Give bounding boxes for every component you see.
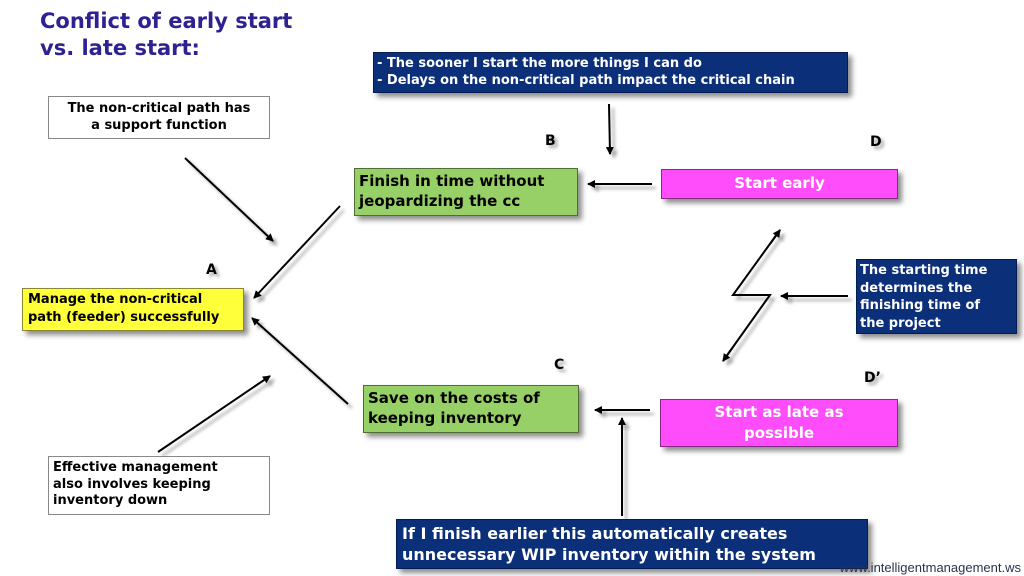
node-D-line: Start early (734, 174, 825, 192)
assumption-DDprime-line: The starting time (860, 263, 988, 278)
node-D-letter: D (870, 134, 882, 150)
assumption-AC-line: also involves keeping (53, 476, 211, 492)
node-Dprime-letter: D’ (864, 370, 881, 386)
node-C-line: keeping inventory (368, 409, 522, 427)
node-Dprime-prerequisite: Start as late as possible (660, 399, 898, 447)
node-B-letter: B (545, 133, 556, 149)
assumption-AC-line: inventory down (53, 493, 168, 508)
assumption-CDprime-line: unnecessary WIP inventory within the sys… (402, 545, 816, 564)
assumption-CDprime-box: If I finish earlier this automatically c… (396, 519, 868, 569)
assumption-BD-box: - The sooner I start the more things I c… (373, 52, 848, 93)
assumption-AB-line: The non-critical path has (67, 101, 251, 116)
node-B-requirement: Finish in time without jeopardizing the … (354, 168, 578, 216)
arrow-C-to-A (251, 317, 349, 405)
node-C-requirement: Save on the costs of keeping inventory (363, 385, 579, 433)
node-C-line: Save on the costs of (368, 389, 540, 407)
slide-title: Conflict of early start vs. late start: (40, 8, 292, 62)
lightning-head-top (769, 229, 781, 245)
node-A-objective: Manage the non-critical path (feeder) su… (22, 288, 244, 331)
assumption-BD-line: - Delays on the non-critical path impact… (377, 73, 795, 88)
assumption-AC-line: Effective management (53, 460, 218, 475)
slide-title-line-1: Conflict of early start (40, 9, 293, 33)
node-A-line: path (feeder) successfully (28, 310, 220, 325)
assumption-DDprime-line: the project (860, 315, 941, 331)
assumption-CDprime-line: If I finish earlier this automatically c… (402, 524, 788, 543)
assumption-AB-line: a support function (91, 117, 227, 133)
node-B-line: jeopardizing the cc (359, 192, 521, 210)
slide-title-line-2: vs. late start: (40, 36, 200, 60)
assumption-AB-box: The non-critical path has a support func… (48, 96, 270, 139)
arrow-AB-assumption (184, 157, 274, 242)
assumption-BD-line: - The sooner I start the more things I c… (377, 56, 702, 71)
node-A-line: Manage the non-critical (28, 292, 203, 307)
node-A-letter: A (206, 262, 217, 278)
node-B-line: Finish in time without (359, 172, 545, 190)
arrow-AC-assumption (157, 375, 271, 453)
node-Dprime-line: Start as late as (714, 403, 844, 421)
arrow-B-to-A (253, 205, 341, 299)
assumption-AC-box: Effective management also involves keepi… (48, 456, 270, 515)
node-D-prerequisite: Start early (661, 169, 898, 199)
footer-url[interactable]: www.intelligentmanagement.ws (839, 560, 1021, 575)
node-Dprime-line: possible (743, 424, 815, 442)
assumption-DDprime-line: determines the (860, 280, 973, 296)
lightning-head-bottom (722, 346, 734, 362)
assumption-DDprime-line: finishing time of (860, 298, 981, 313)
conflict-lightning-arrow (722, 229, 781, 362)
arrow-BD-assumption (605, 103, 614, 155)
assumption-DDprime-box: The starting time determines the finishi… (856, 259, 1017, 334)
node-C-letter: C (554, 357, 565, 373)
